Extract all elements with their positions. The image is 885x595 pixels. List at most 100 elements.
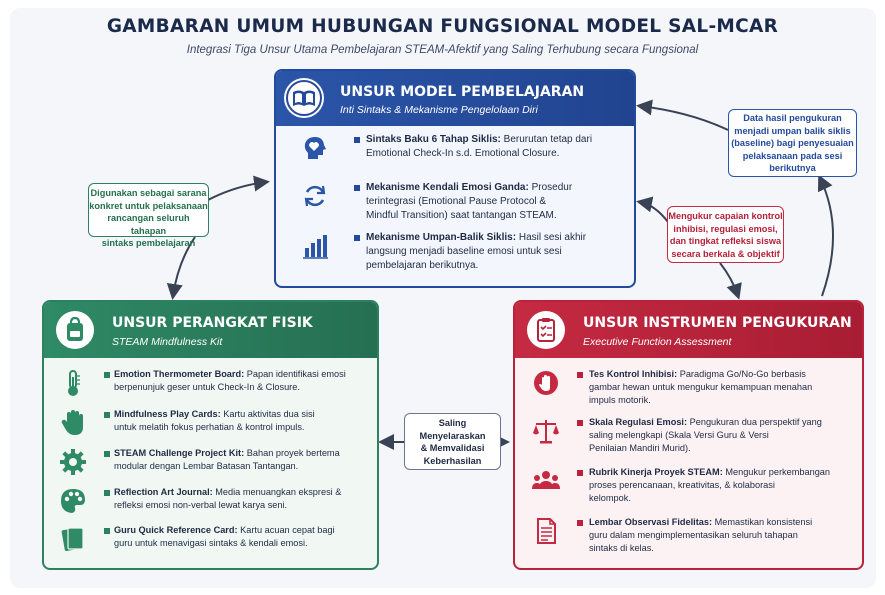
- bullet-marker: [354, 137, 360, 143]
- arrow-green-to-model: [207, 175, 270, 201]
- item-text-line: pembelajaran berikutnya.: [366, 260, 479, 272]
- item-text-line: Papan identifikasi emosi: [244, 369, 346, 379]
- bullet-marker: [354, 235, 360, 241]
- item-text-line: Hasil sesi akhir: [516, 232, 587, 243]
- arrow-red-to-instr: [719, 262, 742, 300]
- item-text-line: refleksi emosi non-verbal lewat karya se…: [114, 500, 288, 511]
- fisik-card-title: UNSUR PERANGKAT FISIK: [112, 315, 313, 331]
- note-line: Keberhasilan: [423, 455, 482, 466]
- bar-chart-icon: [300, 231, 330, 261]
- note-red-measure: Mengukur capaian kontrol inhibisi, regula…: [667, 206, 784, 263]
- item-text-line: Paradigma Go/No-Go berbasis: [677, 369, 806, 379]
- item-text-line: guru untuk menavigasi sintaks & kendali …: [114, 538, 308, 549]
- note-line: menjadi umpan balik siklis: [734, 125, 851, 136]
- item-text-line: Kartu aktivitas dua sisi: [220, 409, 315, 419]
- note-line: berikutnya: [769, 163, 816, 173]
- refresh-cycle-icon: [300, 181, 330, 211]
- item-text-line: Berurutan tetap dari: [500, 134, 593, 145]
- note-blue-feedback: Data hasil pengukuran menjadi umpan balik…: [728, 109, 857, 177]
- item-lead: Rubrik Kinerja Proyek STEAM:: [589, 467, 723, 477]
- arrow-blue-to-model: [636, 99, 729, 131]
- note-line: (baseline) bagi penyesuaian: [731, 138, 854, 148]
- item-text-line: impuls motorik.: [589, 395, 651, 406]
- fisik-card-header: UNSUR PERANGKAT FISIK STEAM Mindfulness …: [44, 302, 377, 358]
- bullet-marker: [577, 420, 583, 426]
- open-book-icon: [284, 78, 324, 118]
- item-text-line: Memastikan konsistensi: [712, 517, 813, 527]
- item-lead: Sintaks Baku 6 Tahap Siklis:: [366, 134, 501, 145]
- item-text-line: guru dalam mengimplementasikan seluruh t…: [589, 530, 798, 541]
- note-line: Mengukur capaian kontrol: [668, 211, 783, 221]
- item-text-line: proses perencanaan, kreativitas, & kolab…: [589, 480, 775, 491]
- thermometer-icon: [58, 368, 88, 398]
- note-line: Saling: [438, 418, 467, 428]
- bullet-marker: [354, 185, 360, 191]
- bullet-marker: [104, 528, 110, 534]
- bullet-marker: [104, 412, 110, 418]
- item-text-line: Kartu acuan cepat bagi: [237, 525, 335, 535]
- model-card-subtitle: Inti Sintaks & Mekanisme Pengelolaan Dir…: [340, 104, 538, 116]
- instr-card-header: UNSUR INSTRUMEN PENGUKURAN Executive Fun…: [515, 302, 862, 358]
- bullet-marker: [104, 490, 110, 496]
- item-text-line: Pengukuran dua perspektif yang: [687, 417, 822, 427]
- bullet-marker: [104, 451, 110, 457]
- item-text-line: Media menuangkan ekspresi &: [212, 487, 342, 497]
- clipboard-checklist-icon: [527, 311, 565, 349]
- bullet-marker: [577, 520, 583, 526]
- model-card-title: UNSUR MODEL PEMBELAJARAN: [340, 84, 585, 100]
- note-line: & Memvalidasi: [420, 443, 485, 453]
- note-line: pelaksanaan pada sesi: [742, 150, 843, 161]
- note-line: Digunakan sebagai sarana: [90, 188, 207, 198]
- item-text-line: saling melengkapi (Skala Versi Guru & Ve…: [589, 430, 769, 441]
- document-icon: [531, 516, 561, 546]
- head-heart-icon: [300, 133, 330, 163]
- stop-hand-icon: [531, 368, 561, 398]
- instr-card-title: UNSUR INSTRUMEN PENGUKURAN: [583, 315, 852, 331]
- item-text-line: berpenunjuk geser untuk Check-In & Closu…: [114, 382, 300, 393]
- arrow-red-to-model: [636, 196, 669, 223]
- note-line: secara berkala & objektif: [671, 248, 780, 259]
- item-lead: Guru Quick Reference Card:: [114, 525, 238, 535]
- bullet-marker: [104, 372, 110, 378]
- page-title: GAMBARAN UMUM HUBUNGAN FUNGSIONAL MODEL …: [106, 16, 779, 37]
- book-card-icon: [58, 524, 88, 554]
- gear-icon: [58, 447, 88, 477]
- item-lead: Skala Regulasi Emosi:: [589, 417, 688, 427]
- group-people-icon: [531, 466, 561, 496]
- item-lead: Emotion Thermometer Board:: [114, 369, 245, 379]
- item-lead: Mekanisme Kendali Emosi Ganda:: [366, 182, 529, 193]
- note-line: rancangan seluruh tahapan: [107, 213, 190, 236]
- arrow-instr-to-blue: [817, 174, 834, 297]
- balance-scale-icon: [531, 416, 561, 446]
- item-text-line: langsung menjadi baseline emosi untuk se…: [366, 246, 562, 258]
- instr-card: UNSUR INSTRUMEN PENGUKURAN Executive Fun…: [513, 300, 864, 570]
- note-line: sintaks pembelajaran: [101, 238, 196, 248]
- note-line: dan tingkat refleksi siswa: [669, 236, 782, 246]
- arrow-green-to-fisik: [166, 236, 196, 300]
- item-text-line: Emotional Check-In s.d. Emotional Closur…: [366, 148, 560, 160]
- note-line: Data hasil pengukuran: [743, 113, 842, 123]
- item-text-line: Penilaian Mandiri Murid).: [589, 443, 691, 454]
- item-text-line: terintegrasi (Emotional Pause Protocol &: [366, 196, 547, 208]
- item-lead: Lembar Observasi Fidelitas:: [589, 517, 713, 527]
- model-card-header: UNSUR MODEL PEMBELAJARAN Inti Sintaks & …: [276, 71, 634, 126]
- item-lead: STEAM Challenge Project Kit:: [114, 448, 245, 458]
- item-text-line: untuk melatih fokus perhatian & kontrol …: [114, 422, 305, 433]
- item-text-line: Mindful Transition) saat tantangan STEAM…: [366, 210, 557, 222]
- item-text-line: Prosedur: [528, 182, 573, 193]
- item-lead: Mekanisme Umpan-Balik Siklis:: [366, 232, 517, 243]
- fisik-card-subtitle: STEAM Mindfulness Kit: [112, 336, 223, 348]
- bullet-marker: [577, 372, 583, 378]
- item-text-line: sintaks di kelas.: [589, 543, 654, 554]
- item-text-line: Mengukur perkembangan: [722, 467, 831, 477]
- model-card: UNSUR MODEL PEMBELAJARAN Inti Sintaks & …: [274, 69, 636, 288]
- page-subtitle: Integrasi Tiga Unsur Utama Pembelajaran …: [186, 44, 699, 56]
- palette-icon: [58, 486, 88, 516]
- item-text-line: gambar hewan untuk mengukur kemampuan me…: [589, 382, 813, 393]
- fisik-card: UNSUR PERANGKAT FISIK STEAM Mindfulness …: [42, 300, 379, 570]
- item-lead: Mindfulness Play Cards:: [114, 409, 221, 419]
- note-line: inhibisi, regulasi emosi,: [673, 223, 778, 234]
